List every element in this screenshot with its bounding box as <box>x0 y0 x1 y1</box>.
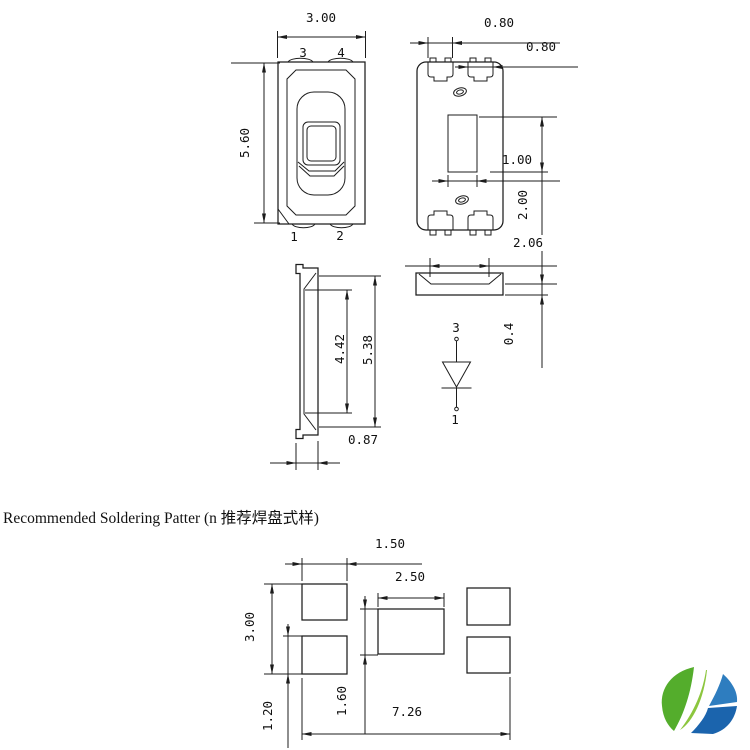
pad-bottom-right <box>467 210 494 230</box>
dim-label: 1.00 <box>502 152 532 167</box>
back-view: 0.80 0.80 1.00 2.00 2.06 <box>410 15 578 250</box>
diode-pin-bottom-label: 1 <box>451 412 459 427</box>
pad-top-left-ears <box>429 57 452 62</box>
dim-thickness: 0.87 <box>270 432 378 470</box>
soldering-pattern: 1.50 2.50 3.00 1.20 1.60 <box>242 536 511 748</box>
pad-top-left <box>301 583 348 621</box>
side-cavity-line <box>303 272 317 431</box>
thermal-slug <box>447 114 478 173</box>
side-profile-outline <box>295 263 319 440</box>
dim-label: 4.42 <box>332 334 347 364</box>
polarity-mark-top <box>453 87 467 97</box>
reflector-cup <box>296 91 346 196</box>
dim-body-height: 5.38 <box>319 275 381 428</box>
logo-sail-upper <box>709 674 738 706</box>
dim-label: 0.4 <box>501 323 516 346</box>
led-body-outline <box>277 61 366 225</box>
pad-bottom-right-ears <box>469 230 492 236</box>
pad-bottom-right <box>466 636 511 674</box>
pin3-label: 3 <box>299 45 307 60</box>
pad-bottom-left <box>427 210 454 230</box>
dim-pad-width-right: 0.80 <box>455 39 578 69</box>
dim-label: 0.80 <box>484 15 514 30</box>
diode-triangle <box>441 361 472 389</box>
dim-label: 5.60 <box>237 128 252 158</box>
pin1-label: 1 <box>290 229 298 244</box>
dim-label: 2.06 <box>513 235 543 250</box>
pin4-bump <box>327 57 354 63</box>
dim-total-width: 7.26 <box>301 677 511 740</box>
pin2-label: 2 <box>336 228 344 243</box>
back-body-outline <box>416 61 504 231</box>
pin1-bump <box>291 223 316 229</box>
dim-label: 7.26 <box>392 704 422 719</box>
pad-bottom-left <box>301 635 348 675</box>
logo-sail-lower <box>691 706 737 734</box>
dim-center-pad-height: 1.60 <box>334 596 378 734</box>
dim-label: 2.50 <box>395 569 425 584</box>
pin3-bump <box>287 57 314 63</box>
dim-label: 0.80 <box>526 39 556 54</box>
logo-leaf-green <box>661 667 694 731</box>
terminal-dot <box>454 406 459 412</box>
dim-label: 2.00 <box>515 190 530 220</box>
dim-label: 1.50 <box>375 536 405 551</box>
pad-top-right-ears <box>469 57 492 62</box>
dim-label: 5.38 <box>360 335 375 365</box>
dim-total-height: 3.00 <box>242 583 302 675</box>
cup-chevron-inner <box>298 165 345 177</box>
dim-center-pad-width: 2.50 <box>377 569 445 607</box>
pin2-bump <box>329 223 354 229</box>
dim-wall-thickness: 0.4 <box>501 251 557 368</box>
chip-outline-inner <box>306 125 337 162</box>
dim-pad-height: 1.20 <box>260 624 302 748</box>
terminal-dot <box>454 336 459 342</box>
pad-center <box>377 608 445 655</box>
chip-outline-outer <box>302 121 341 166</box>
dim-label: 1.60 <box>334 686 349 716</box>
dim-pad-width-left: 0.80 <box>410 15 560 58</box>
dim-label: 3.00 <box>242 612 257 642</box>
dim-pad-width: 1.50 <box>285 536 422 581</box>
diode-symbol: 3 1 <box>441 320 472 427</box>
package-rim <box>286 69 356 216</box>
pad-bottom-left-ears <box>429 230 452 236</box>
end-view: 0.4 <box>405 251 557 368</box>
dim-cavity-height: 4.42 <box>305 289 352 414</box>
end-cavity-line <box>418 273 502 285</box>
pad-top-right <box>467 62 494 82</box>
side-view: 4.42 5.38 0.87 <box>270 263 381 470</box>
dim-front-width: 3.00 <box>277 10 366 58</box>
dim-label: 1.20 <box>260 701 275 731</box>
soldering-pattern-heading: Recommended Soldering Patter (n 推荐焊盘式样) <box>3 508 319 527</box>
dim-slug-width: 1.00 <box>432 152 560 187</box>
company-logo <box>661 667 738 734</box>
cathode-chamfer <box>277 208 290 225</box>
cup-chevron-outer <box>297 161 345 172</box>
front-view: 3.00 5.60 3 4 1 2 <box>231 10 366 244</box>
dim-label: 3.00 <box>306 10 336 25</box>
dim-label: 0.87 <box>348 432 378 447</box>
diode-pin-top-label: 3 <box>452 320 460 335</box>
polarity-mark-bottom <box>455 195 469 205</box>
end-profile-outline <box>415 272 504 296</box>
dim-front-height: 5.60 <box>231 62 280 224</box>
dim-cavity-width <box>405 258 557 277</box>
dim-slug-height: 2.00 2.06 <box>479 116 557 250</box>
pin4-label: 4 <box>337 45 345 60</box>
pad-top-right <box>466 587 511 626</box>
pad-top-left <box>427 62 454 82</box>
